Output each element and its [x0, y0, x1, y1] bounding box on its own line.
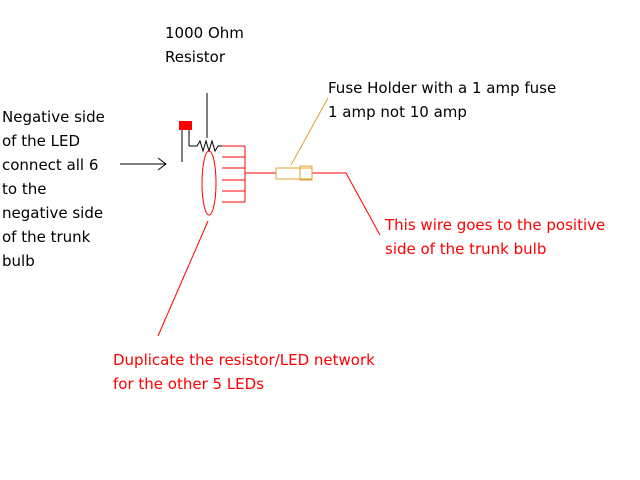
led-body — [179, 121, 192, 130]
duplicate-pointer — [157, 220, 209, 337]
led — [179, 121, 192, 162]
duplicate-label: Duplicate the resistor/LED network for t… — [113, 348, 375, 396]
fuse-cap — [299, 165, 313, 181]
resistor — [189, 93, 222, 153]
label-line: for the other 5 LEDs — [113, 375, 265, 393]
label-line: 1 amp not 10 amp — [328, 103, 467, 121]
label-line: connect all 6 — [2, 156, 99, 174]
fuse-label: Fuse Holder with a 1 amp fuse 1 amp not … — [328, 76, 556, 124]
label-line: of the trunk — [2, 228, 91, 246]
negative-arrow-head — [157, 157, 167, 171]
fuse-body — [275, 167, 313, 180]
label-line: Fuse Holder with a 1 amp fuse — [328, 79, 557, 97]
label-line: Resistor — [165, 48, 225, 66]
label-line: Duplicate the resistor/LED network — [113, 351, 375, 369]
label-line: of the LED — [2, 132, 80, 150]
label-line: Negative side — [2, 108, 105, 126]
label-line: bulb — [2, 252, 35, 270]
negative-label: Negative side of the LED connect all 6 t… — [2, 105, 105, 273]
positive-pointer — [345, 172, 381, 236]
fuse-holder — [275, 165, 313, 181]
positive-label: This wire goes to the positive side of t… — [385, 213, 605, 261]
resistor-zigzag — [189, 139, 222, 153]
resistor-label: 1000 Ohm Resistor — [165, 21, 244, 69]
label-line: side of the trunk bulb — [385, 240, 547, 258]
led-network — [201, 145, 346, 216]
label-line: 1000 Ohm — [165, 24, 244, 42]
label-line: to the — [2, 180, 47, 198]
fuse-pointer — [290, 97, 329, 166]
label-line: negative side — [2, 204, 104, 222]
grouping-oval — [201, 150, 217, 216]
negative-arrow — [120, 157, 167, 171]
label-line: This wire goes to the positive — [385, 216, 606, 234]
